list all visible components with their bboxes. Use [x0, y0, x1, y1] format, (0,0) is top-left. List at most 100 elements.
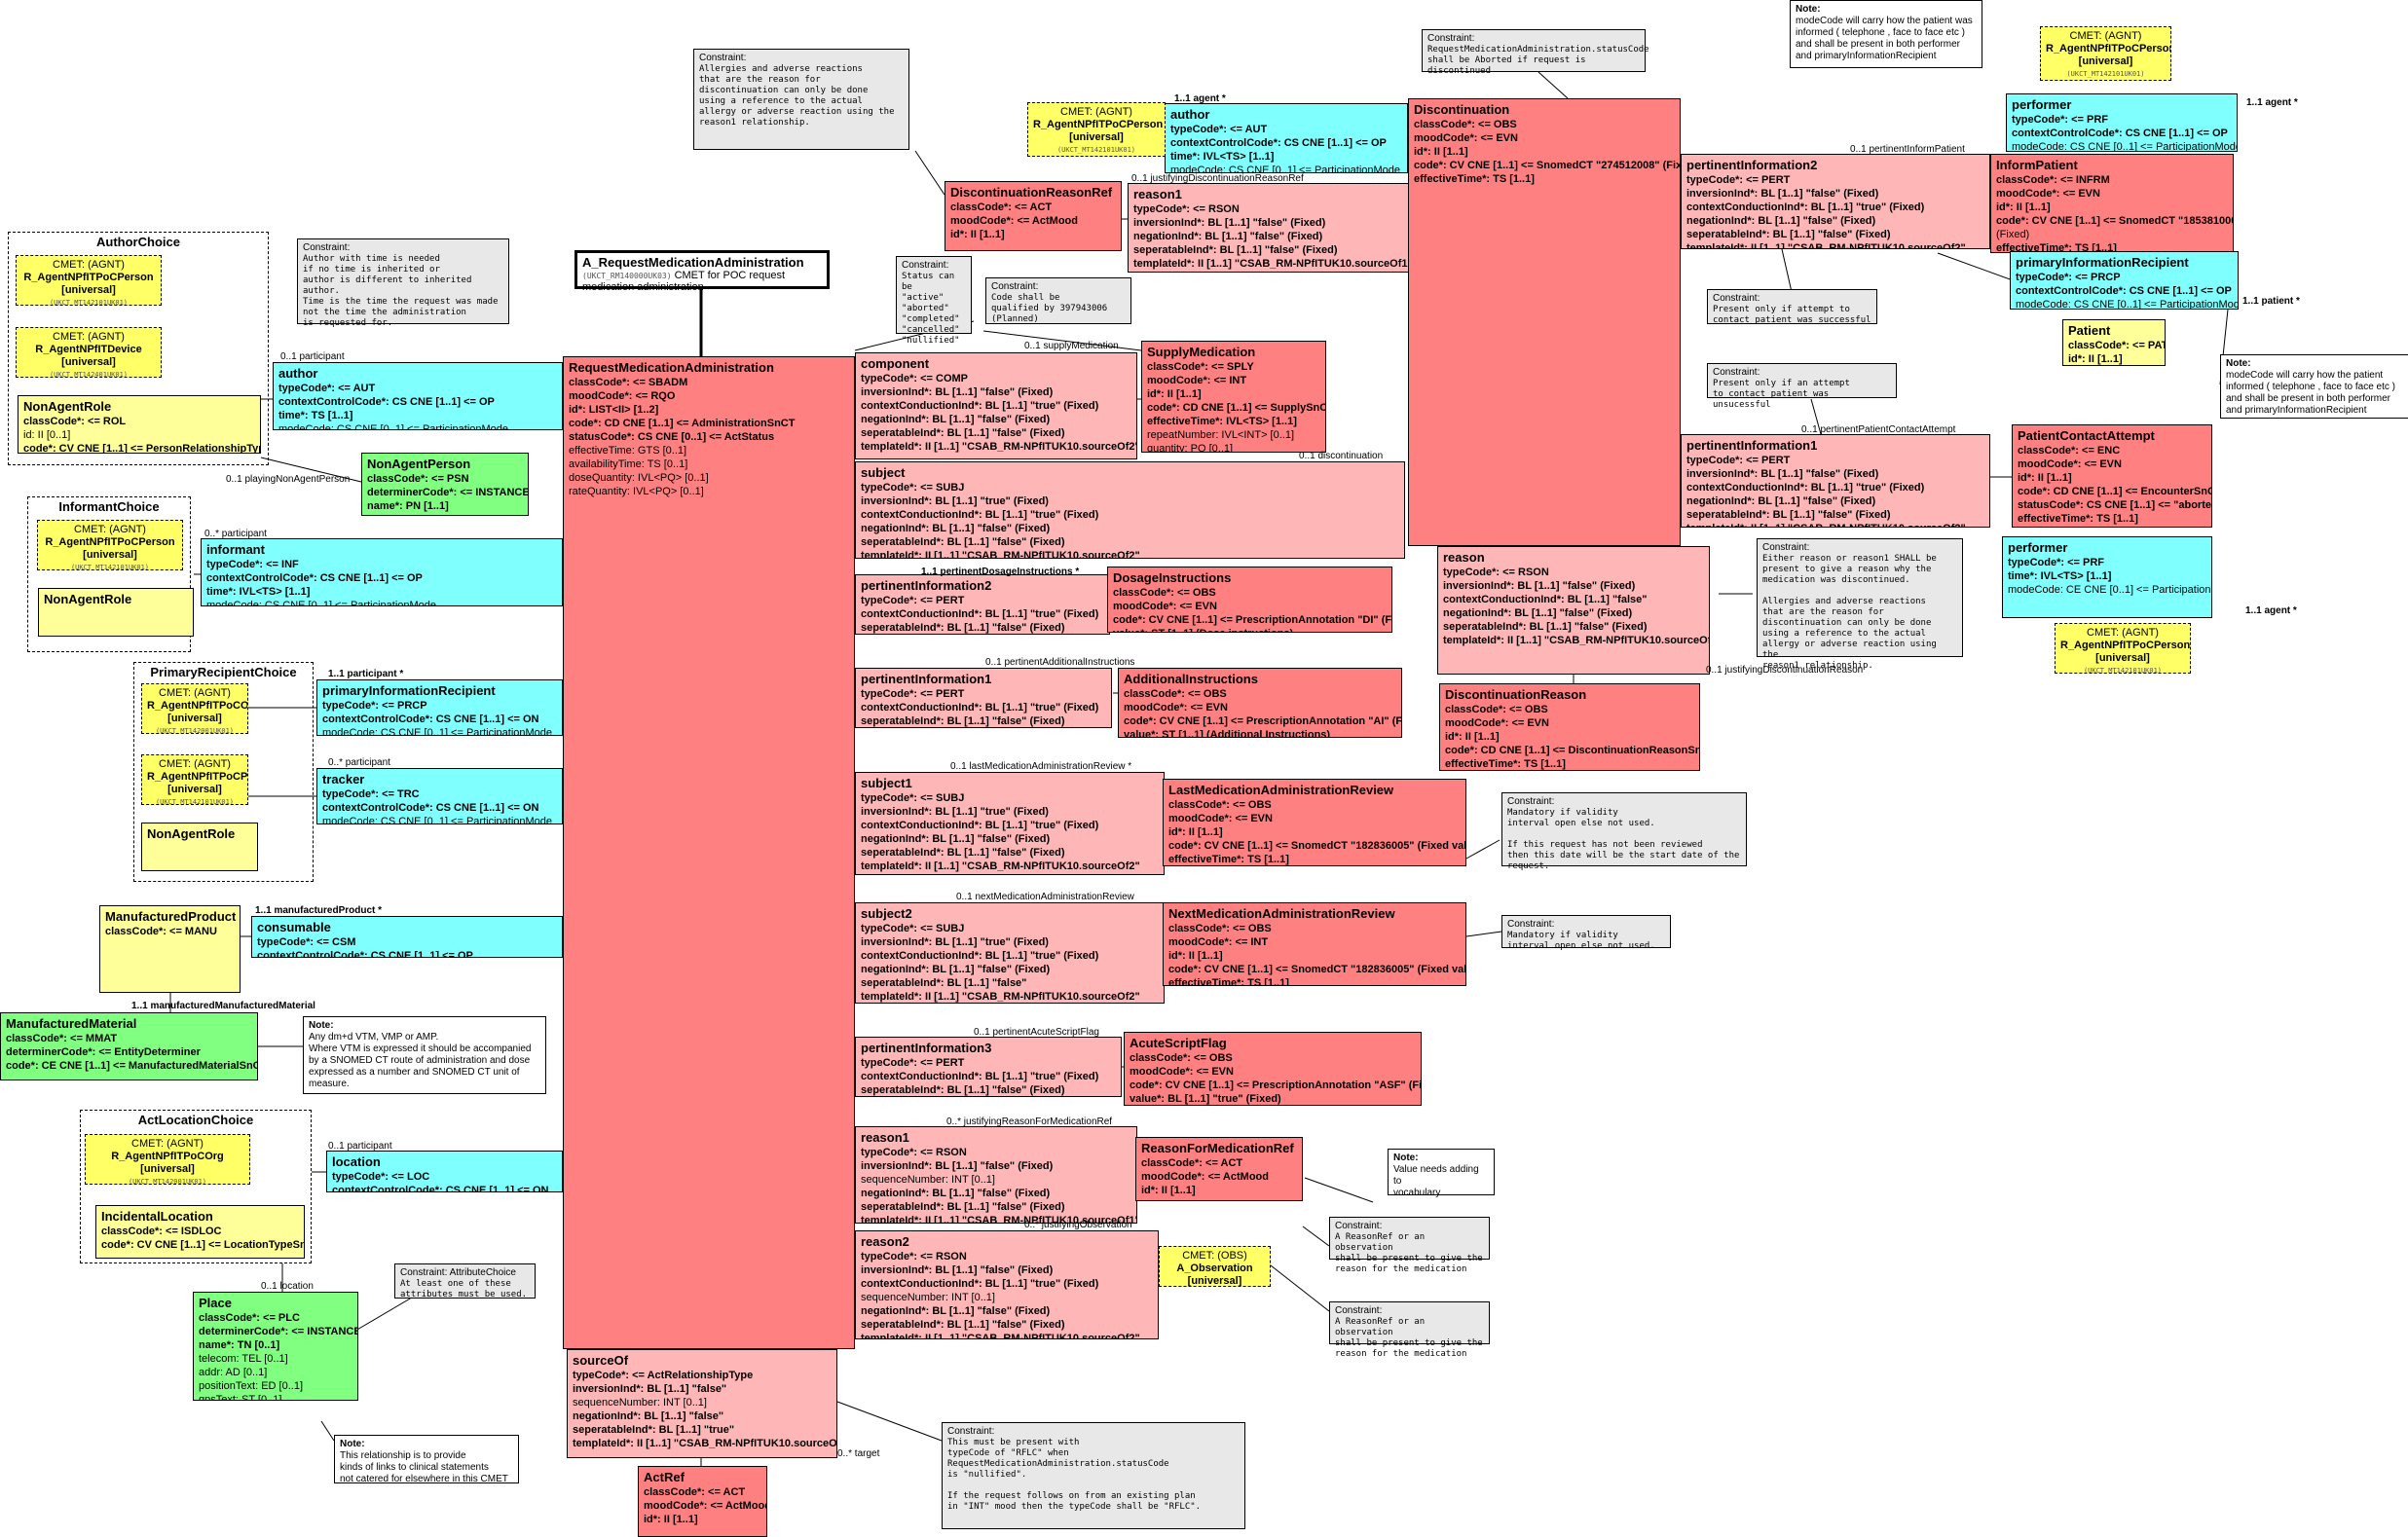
class-attribute: templateId*: II [1..1] "CSAB_RM-NPfITUK1… [1686, 242, 1966, 249]
association-label: 1..1 agent * [2245, 605, 2297, 616]
class-attribute: classCode*: <= ENC [2018, 445, 2121, 457]
class-attribute: moodCode*: <= ActMood [950, 215, 1078, 227]
class-attribute: moodCode*: <= ActMood [644, 1500, 767, 1512]
connector [260, 457, 362, 483]
class-attribute: modeCode: CE CNE [0..1] <= Participation… [2008, 584, 2211, 596]
choice-box-actLocationChoice: ActLocationChoice [80, 1110, 312, 1263]
note-head: Constraint: [902, 260, 949, 271]
class-title: NonAgentRole [44, 592, 132, 606]
note-box-n3: Constraint:Status can be "active" "abort… [896, 256, 972, 346]
class-title: pertinentInformation3 [861, 1041, 992, 1055]
class-attribute: classCode*: <= ACT [950, 201, 1053, 213]
connector [914, 150, 945, 196]
class-title: InformPatient [1996, 158, 2078, 172]
note-box-n13: Note:Any dm+d VTM, VMP or AMP. Where VTM… [303, 1016, 546, 1094]
class-attribute: modeCode: CS CNE [0..1] <= Participation… [1170, 165, 1401, 173]
class-attribute: classCode*: <= OBS [1130, 1052, 1233, 1064]
class-attribute: contextConductionInd*: BL [1..1] "true" … [1686, 201, 1925, 213]
class-title: Discontinuation [1414, 102, 1510, 117]
class-title: author [278, 366, 318, 381]
class-attribute: negationInd*: BL [1..1] "false" (Fixed) [1686, 495, 1876, 507]
class-attribute: inversionInd*: BL [1..1] "false" (Fixed) [861, 1264, 1054, 1276]
class-attribute: seperatableInd*: BL [1..1] "false" (Fixe… [861, 1084, 1065, 1096]
class-attribute: statusCode*: CS CNE [1..1] <= "aborted" [2018, 499, 2212, 511]
cmet-line: [universal] [1069, 131, 1124, 143]
class-attribute: doseQuantity: IVL<PQ> [0..1] [569, 472, 709, 484]
class-attribute: typeCode*: <= PRF [2008, 557, 2105, 568]
note-text: At least one of these attributes must be… [400, 1279, 528, 1299]
class-title: ReasonForMedicationRef [1141, 1141, 1294, 1155]
connector [1304, 1177, 1374, 1203]
note-head: Constraint: [991, 281, 1039, 292]
note-head: Constraint: [947, 1426, 995, 1437]
association-label: 0..1 pertinentAdditionalInstructions [985, 657, 1135, 668]
association-label: 1..1 pertinentDosageInstructions * [921, 567, 1080, 577]
class-attribute: moodCode*: <= INT [1147, 375, 1247, 386]
class-attribute: moodCode*: <= RQO [569, 390, 676, 402]
class-attribute: inversionInd*: BL [1..1] "true" (Fixed) [861, 936, 1049, 948]
class-attribute: classCode*: <= OBS [1168, 923, 1272, 934]
note-box-n10: Note:modeCode will carry how the patient… [2220, 354, 2408, 419]
choice-title: PrimaryRecipientChoice [150, 665, 297, 679]
class-title: reason1 [861, 1130, 909, 1145]
class-attribute: classCode*: <= PAT [2068, 340, 2166, 351]
class-attribute: typeCode*: <= RSON [1133, 203, 1240, 215]
note-box-n12: Constraint:Mandatory if validity interva… [1501, 915, 1671, 951]
class-attribute: contextConductionInd*: BL [1..1] "true" … [861, 509, 1099, 521]
cmet-id: (UKCT_MT142401UK01) [49, 371, 129, 378]
class-attribute: negationInd*: BL [1..1] "false" (Fixed) [1686, 215, 1876, 227]
cmet-line: CMET: (AGNT) [53, 331, 125, 343]
class-attribute: classCode*: <= SPLY [1147, 361, 1254, 373]
class-title: sourceOf [573, 1353, 629, 1368]
class-attribute: moodCode*: <= EVN [1445, 717, 1549, 729]
note-box-n2: Constraint:Author with time is needed if… [297, 238, 509, 328]
note-text: Value needs adding to vocabulary [1393, 1164, 1479, 1198]
class-attribute: typeCode*: <= PERT [861, 688, 965, 700]
note-box-n4: Constraint:Code shall be qualified by 39… [985, 277, 1131, 324]
class-attribute: classCode*: <= ACT [1141, 1157, 1243, 1169]
class-attribute: typeCode*: <= PERT [1686, 455, 1791, 466]
class-attribute: typeCode*: <= CSM [257, 936, 356, 948]
note-text: Status can be "active" "aborted" "comple… [902, 272, 960, 346]
class-attribute: id*: II [1..1] [1414, 146, 1468, 158]
note-head: Note: [1393, 1153, 1419, 1163]
cmet-line: A_Observation [1176, 1263, 1253, 1274]
class-attribute: negationInd*: BL [1..1] "false" (Fixed) [861, 414, 1051, 425]
class-title: reason1 [1133, 187, 1182, 201]
cmet-line: R_AgentNPfITPoCPerson [2046, 43, 2171, 55]
class-attribute: classCode*: <= PLC [199, 1312, 300, 1324]
class-attribute: typeCode*: <= TRC [322, 788, 420, 800]
class-attribute: typeCode*: <= SUBJ [861, 923, 965, 934]
class-attribute: modeCode: CS CNE [0..1] <= Participation… [206, 600, 437, 606]
cmet-line: CMET: (AGNT) [131, 1138, 204, 1150]
association-label: 1..1 participant * [328, 669, 404, 679]
class-title: PatientContactAttempt [2018, 428, 2155, 443]
class-attribute: contextControlCode*: CS CNE [1..1] <= ON [322, 714, 539, 725]
association-label: 0..1 pertinentAcuteScriptFlag [974, 1027, 1099, 1038]
class-attribute: code*: CV CNE [1..1] <= SnomedCT "185381… [1996, 215, 2233, 227]
class-attribute: id*: LIST<II> [1..2] [569, 404, 659, 416]
note-head: Note: [2226, 358, 2251, 369]
class-attribute: code*: CV CNE [1..1] <= PersonRelationsh… [23, 443, 261, 454]
association-label: 1..1 manufacturedManufacturedMaterial [131, 1001, 315, 1011]
choice-box-informantChoice: InformantChoice [27, 496, 191, 652]
cmet-line: CMET: (AGNT) [2069, 30, 2142, 42]
class-attribute: typeCode*: <= RSON [1443, 567, 1549, 578]
class-attribute: classCode*: <= PSN [367, 473, 469, 485]
note-box-n15: Constraint:A ReasonRef or an observation… [1329, 1217, 1490, 1274]
cmet-box-c1: CMET: (AGNT)R_AgentNPfITPoCPerson[univer… [16, 255, 162, 306]
class-attribute: code*: CV CNE [1..1] <= LocationTypeSnCT [101, 1239, 305, 1251]
connector [1270, 1264, 1330, 1312]
class-attribute: contextConductionInd*: BL [1..1] "true" … [861, 608, 1099, 620]
note-text: Present only if attempt to contact patie… [1713, 305, 1871, 325]
class-attribute: time*: TS [1..1] [278, 410, 353, 421]
